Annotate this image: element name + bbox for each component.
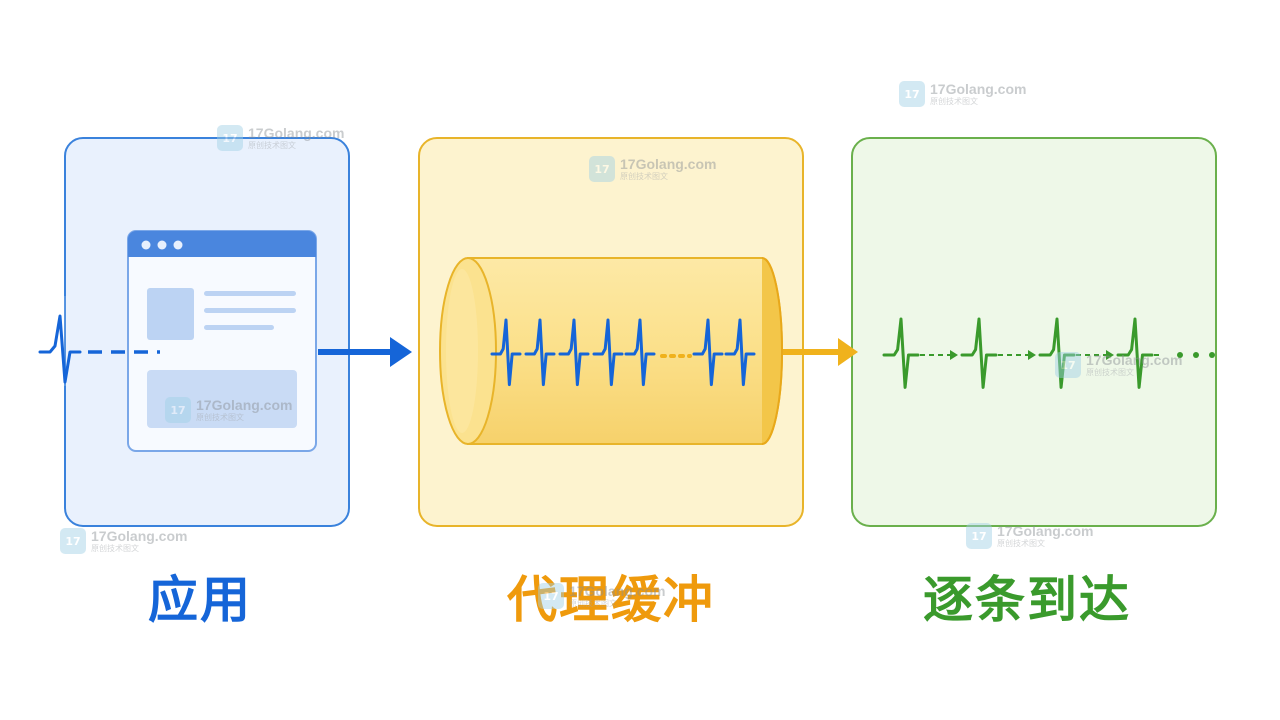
arrived-pulse bbox=[1116, 317, 1154, 389]
arrived-pulse bbox=[960, 317, 998, 389]
buffered-pulse bbox=[624, 318, 656, 387]
buffered-pulse bbox=[724, 318, 756, 387]
cylinder-buffer-icon bbox=[439, 257, 783, 445]
arrow-proxy-to-arrive bbox=[783, 338, 858, 366]
arrow-app-to-proxy bbox=[318, 337, 412, 367]
buffered-pulse bbox=[692, 318, 724, 387]
arrived-pulse bbox=[1038, 317, 1076, 389]
stage-label-proxy: 代理缓冲 bbox=[507, 571, 715, 629]
app-window-icon bbox=[127, 230, 317, 452]
arrived-pulse bbox=[882, 317, 920, 389]
stage-label-app: 应用 bbox=[148, 571, 252, 629]
input-pulse-icon bbox=[38, 296, 160, 386]
arrive-panel bbox=[851, 137, 1217, 527]
stage-label-arrive: 逐条到达 bbox=[923, 571, 1131, 629]
buffered-pulse bbox=[524, 318, 556, 387]
buffered-pulse bbox=[592, 318, 624, 387]
arriving-pulses-icon bbox=[882, 317, 1215, 389]
buffered-pulse bbox=[558, 318, 590, 387]
buffered-pulse bbox=[490, 318, 522, 387]
